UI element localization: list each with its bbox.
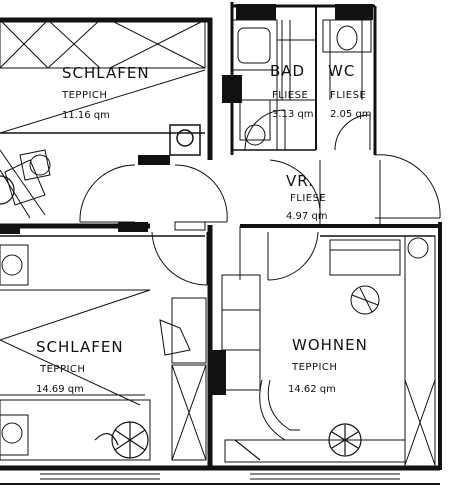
bathroom-fixtures xyxy=(231,19,316,151)
room-area: 3.13 qm xyxy=(272,109,314,120)
room-area: 14.62 qm xyxy=(288,384,336,395)
room-floor: TEPPICH xyxy=(291,362,337,373)
room-name: SCHLAFEN xyxy=(36,338,124,356)
living-room-furniture xyxy=(221,235,436,467)
room-floor: TEPPICH xyxy=(61,90,107,101)
room-area: 2.05 qm xyxy=(330,109,372,120)
room-label-wohnen: WOHNEN TEPPICH 14.62 qm xyxy=(288,336,368,395)
room-area: 4.97 qm xyxy=(286,211,328,222)
hallway-door-arcs xyxy=(79,154,441,225)
room-name: BAD xyxy=(270,62,305,80)
bedroom-bottom-furniture xyxy=(0,244,207,461)
room-area: 14.69 qm xyxy=(36,384,84,395)
room-label-wc: WC FLIESE 2.05 qm xyxy=(328,62,372,120)
hallway-doors-lower xyxy=(151,221,319,286)
room-label-schlafen-top: SCHLAFEN TEPPICH 11.16 qm xyxy=(61,64,150,121)
room-label-schlafen-bottom: SCHLAFEN TEPPICH 14.69 qm xyxy=(36,338,124,395)
room-area: 11.16 qm xyxy=(62,110,110,121)
wardrobe-top xyxy=(0,19,206,134)
windows-bottom xyxy=(40,473,400,480)
room-floor: TEPPICH xyxy=(39,364,85,375)
room-name: VR. xyxy=(286,172,314,190)
plant-icon xyxy=(0,175,362,461)
room-name: SCHLAFEN xyxy=(62,64,150,82)
room-label-bad: BAD FLIESE 3.13 qm xyxy=(270,62,314,120)
room-floor: FLIESE xyxy=(330,90,366,101)
room-label-vr: VR. FLIESE 4.97 qm xyxy=(286,172,328,222)
bed-top xyxy=(0,149,51,219)
room-floor: FLIESE xyxy=(290,193,326,204)
room-name: WC xyxy=(328,62,355,80)
window-radiator-top xyxy=(169,124,201,156)
wc-fixtures xyxy=(322,19,372,151)
room-floor: FLIESE xyxy=(272,90,308,101)
room-name: WOHNEN xyxy=(292,336,368,354)
